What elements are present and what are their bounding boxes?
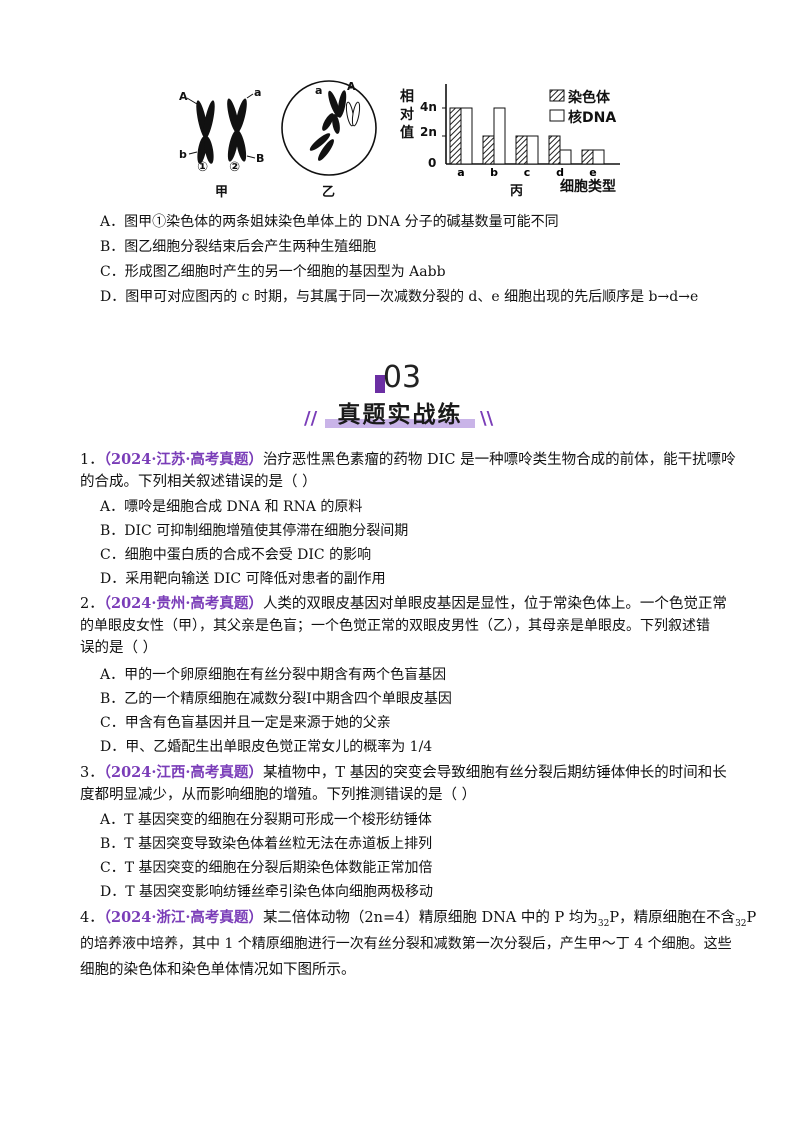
caption-yi: 乙 [322, 185, 336, 200]
question-3-line-2: 度都明显减少，从而影响细胞的增殖。下列推测错误的是（ ） [80, 787, 477, 803]
caption-bing: 丙 [510, 184, 524, 199]
question-1-source: （2024·江苏·高考真题） [103, 451, 263, 468]
bar-e-chromosome [581, 149, 594, 165]
question-4-source: （2024·浙江·高考真题） [103, 909, 263, 926]
question-4-line-1: 4．（2024·浙江·高考真题）某二倍体动物（2n=4）精原细胞 DNA 中的 … [80, 909, 757, 929]
bar-b-dna [493, 107, 506, 165]
q3-option-b: B．T 基因突变导致染色体着丝粒无法在赤道板上排列 [100, 836, 433, 852]
q3-option-d: D．T 基因突变影响纺锤丝牵引染色体向细胞两极移动 [100, 884, 434, 900]
bar-a-chromosome [449, 107, 462, 165]
prev-option-b: B．图乙细胞分裂结束后会产生两种生殖细胞 [100, 239, 377, 255]
section-slash-left: // [304, 408, 318, 429]
question-2-line-1: 2．（2024·贵州·高考真题）人类的双眼皮基因对单眼皮基因是显性，位于常染色体… [80, 595, 727, 612]
x-tick-b: b [490, 166, 498, 179]
label-1: ① [197, 160, 209, 175]
question-1-line-2: 的合成。下列相关叙述错误的是（ ） [80, 474, 317, 490]
label-A: A [179, 90, 188, 103]
figure-bing: 相 对 值 4n 2n 0 a b c d e 染色体 核DNA 丙 细胞类型 [398, 80, 638, 200]
q1-option-c: C．细胞中蛋白质的合成不会受 DIC 的影响 [100, 547, 372, 563]
question-2-source: （2024·贵州·高考真题） [103, 595, 263, 612]
bar-a-dna [460, 107, 473, 165]
question-2-line-3: 误的是（ ） [80, 640, 158, 656]
legend-swatch-dna [549, 109, 565, 122]
section-title: 真题实战练 [337, 402, 463, 428]
figure-jia: A a b B ① ② 甲 [175, 80, 270, 200]
q2-option-d: D．甲、乙婚配生出单眼皮色觉正常女儿的概率为 1/4 [100, 739, 433, 755]
label-2: ② [229, 160, 241, 175]
section-number: 03 [382, 360, 422, 395]
q1-option-b: B．DIC 可抑制细胞增殖使其停滞在细胞分裂间期 [100, 523, 409, 539]
q2-option-c: C．甲含有色盲基因并且一定是来源于她的父亲 [100, 715, 391, 731]
legend-chromosome: 染色体 [568, 90, 610, 106]
bar-c-dna [526, 135, 539, 165]
legend-dna: 核DNA [568, 110, 617, 126]
label-A-yi: A [347, 80, 356, 93]
q1-option-d: D．采用靶向输送 DIC 可降低对患者的副作用 [100, 571, 386, 587]
question-1-line-1: 1．（2024·江苏·高考真题）治疗恶性黑色素瘤的药物 DIC 是一种嘌呤类生物… [80, 451, 736, 468]
prev-option-c: C．形成图乙细胞时产生的另一个细胞的基因型为 Aabb [100, 264, 446, 280]
label-a: a [254, 86, 262, 99]
tick-4n: 4n [420, 100, 437, 114]
q3-option-a: A．T 基因突变的细胞在分裂期可形成一个梭形纺锤体 [100, 812, 432, 828]
question-2-line-2: 的单眼皮女性（甲），其父亲是色盲；一个色觉正常的双眼皮男性（乙），其母亲是单眼皮… [80, 618, 710, 634]
bar-d-chromosome [548, 135, 561, 165]
question-3-source: （2024·江西·高考真题） [103, 764, 263, 781]
bar-c-chromosome [515, 135, 528, 165]
x-tick-e: e [589, 166, 596, 179]
section-number-accent [375, 375, 385, 393]
figure-yi: a A 乙 [272, 78, 392, 200]
tick-2n: 2n [420, 125, 437, 139]
label-a-yi: a [315, 84, 323, 97]
x-axis-label: 细胞类型 [560, 179, 616, 195]
q2-option-a: A．甲的一个卵原细胞在有丝分裂中期含有两个色盲基因 [100, 667, 447, 683]
question-4-line-3: 细胞的染色体和染色单体情况如下图所示。 [80, 962, 356, 978]
q3-option-c: C．T 基因突变的细胞在分裂后期染色体数能正常加倍 [100, 860, 433, 876]
x-tick-d: d [556, 166, 564, 179]
label-b: b [179, 148, 187, 161]
q2-option-b: B．乙的一个精原细胞在减数分裂Ⅰ中期含四个单眼皮基因 [100, 691, 452, 707]
prev-option-a: A．图甲①染色体的两条姐妹染色单体上的 DNA 分子的碱基数量可能不同 [100, 214, 559, 230]
caption-jia: 甲 [215, 185, 229, 200]
section-slash-right: \\ [480, 408, 494, 429]
q1-option-a: A．嘌呤是细胞合成 DNA 和 RNA 的原料 [100, 499, 363, 515]
bar-e-dna [592, 149, 605, 165]
bar-chart: a b c d e [442, 84, 620, 179]
label-B: B [256, 152, 265, 165]
bar-d-dna [559, 149, 572, 165]
question-3-line-1: 3．（2024·江西·高考真题）某植物中，T 基因的突变会导致细胞有丝分裂后期纺… [80, 764, 727, 781]
chromosome-pair-diagram [186, 93, 256, 164]
cell-diagram [281, 80, 377, 176]
question-4-line-2: 的培养液中培养，其中 1 个精原细胞进行一次有丝分裂和减数第一次分裂后，产生甲～… [80, 936, 732, 952]
x-tick-c: c [524, 166, 531, 179]
y-axis-label: 相 对 值 [400, 89, 414, 141]
legend-swatch-chromosome [549, 89, 565, 102]
x-tick-a: a [457, 166, 464, 179]
prev-option-d: D．图甲可对应图丙的 c 时期，与其属于同一次减数分裂的 d、e 细胞出现的先后… [100, 289, 699, 305]
section-title-highlight [325, 419, 475, 428]
tick-0: 0 [428, 156, 437, 170]
bar-b-chromosome [482, 135, 495, 165]
